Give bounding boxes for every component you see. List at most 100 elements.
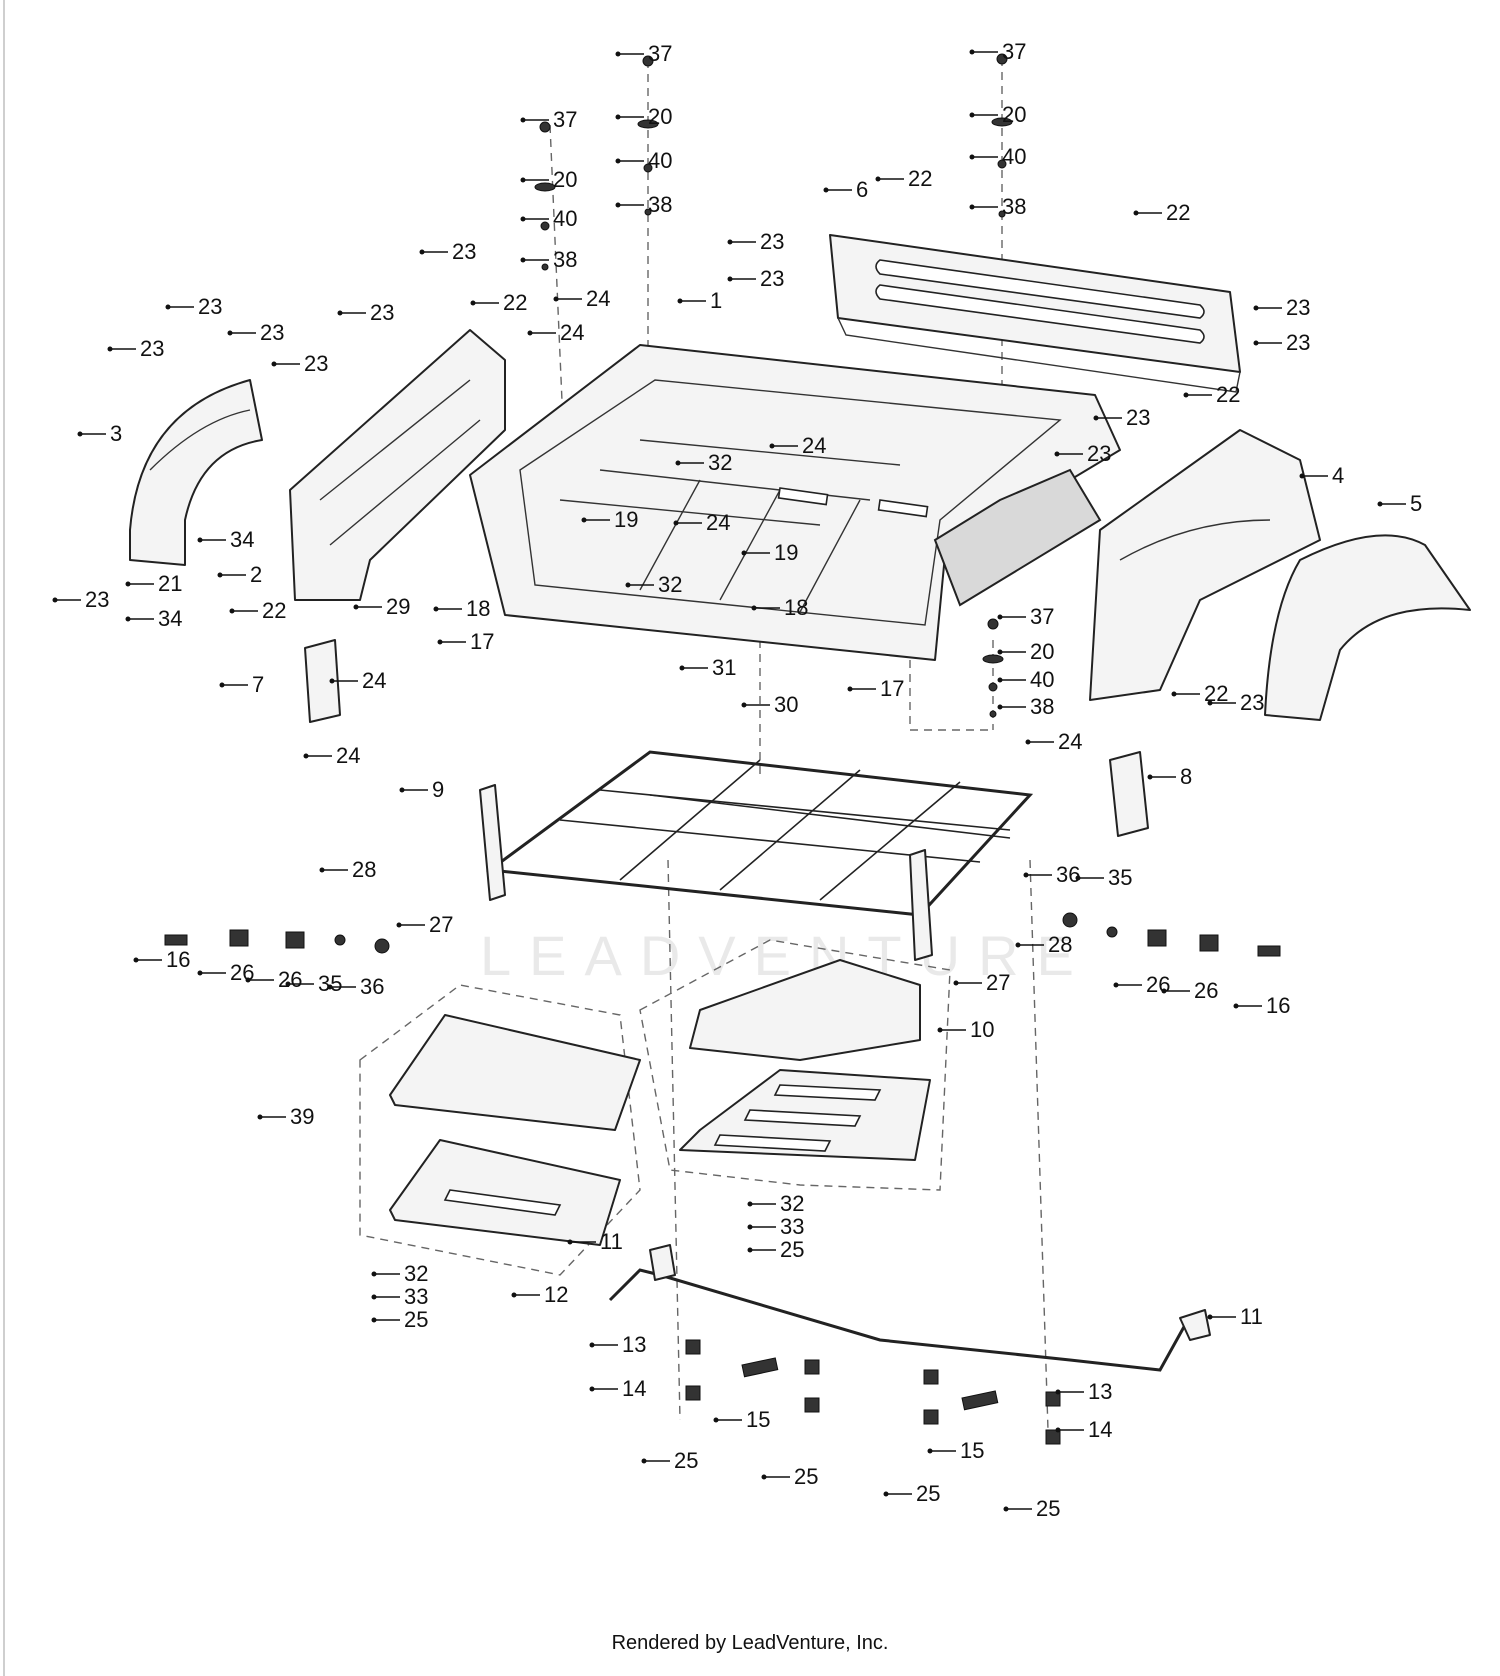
callout-label: 34 [158, 606, 182, 631]
callout-label: 23 [260, 320, 284, 345]
callout-leader-dot [520, 117, 526, 123]
callout-label: 19 [614, 507, 638, 532]
callout-leader-dot [969, 49, 975, 55]
callout-label: 40 [1002, 144, 1026, 169]
callout-label: 37 [1002, 39, 1026, 64]
callout-label: 23 [760, 229, 784, 254]
callout-2: 2 [217, 562, 262, 587]
right-side-panel [1089, 429, 1321, 701]
callout-26: 26 [1113, 972, 1170, 997]
callout-label: 4 [1332, 463, 1344, 488]
callout-leader-dot [615, 202, 621, 208]
callout-label: 22 [503, 290, 527, 315]
callout-3: 3 [77, 421, 122, 446]
callout-36: 36 [327, 974, 384, 999]
cargo-box [469, 344, 1121, 661]
callout-38: 38 [615, 192, 672, 217]
callout-leader-dot [1075, 875, 1081, 881]
callout-label: 9 [432, 777, 444, 802]
callout-40: 40 [520, 206, 577, 231]
callout-25: 25 [1003, 1496, 1060, 1521]
callout-38: 38 [520, 247, 577, 272]
callout-label: 25 [404, 1307, 428, 1332]
callout-leader-dot [1161, 988, 1167, 994]
callout-leader-dot [679, 665, 685, 671]
sub-frame [479, 750, 1034, 961]
hardware-items [164, 53, 1281, 1445]
callout-leader-dot [1299, 473, 1305, 479]
callout-leader-dot [197, 537, 203, 543]
callout-leader-dot [747, 1224, 753, 1230]
callout-label: 37 [553, 107, 577, 132]
callout-leader-dot [319, 867, 325, 873]
callout-9: 9 [399, 777, 444, 802]
callout-22: 22 [470, 290, 527, 315]
callout-37: 37 [997, 604, 1054, 629]
callout-23: 23 [727, 229, 784, 254]
callout-37: 37 [520, 107, 577, 132]
callout-12: 12 [511, 1282, 568, 1307]
callout-label: 17 [880, 676, 904, 701]
callout-label: 33 [780, 1214, 804, 1239]
callout-leader-dot [1003, 1506, 1009, 1512]
callout-leader-dot [741, 550, 747, 556]
callout-30: 30 [741, 692, 798, 717]
callout-label: 26 [230, 960, 254, 985]
callout-25: 25 [641, 1448, 698, 1473]
callout-label: 1 [710, 288, 722, 313]
callout-leader-dot [52, 597, 58, 603]
callout-leader-dot [353, 604, 359, 610]
callout-label: 35 [1108, 865, 1132, 890]
callout-leader-dot [1171, 691, 1177, 697]
callout-14: 14 [1055, 1417, 1112, 1442]
callout-leader-dot [1377, 501, 1383, 507]
callout-16: 16 [1233, 993, 1290, 1018]
callout-label: 23 [304, 351, 328, 376]
rendered-by-footer: Rendered by LeadVenture, Inc. [611, 1632, 889, 1654]
callout-leader-dot [769, 443, 775, 449]
callout-leader-dot [371, 1271, 377, 1277]
callout-label: 26 [278, 967, 302, 992]
callout-label: 13 [1088, 1379, 1112, 1404]
callout-leader-dot [303, 753, 309, 759]
callout-32: 32 [371, 1261, 428, 1286]
callout-leader-dot [615, 114, 621, 120]
callout-label: 15 [960, 1438, 984, 1463]
callout-label: 24 [362, 668, 386, 693]
callout-label: 13 [622, 1332, 646, 1357]
callout-23: 23 [227, 320, 284, 345]
callout-23: 23 [1253, 295, 1310, 320]
callout-leader-dot [727, 239, 733, 245]
callout-label: 20 [1002, 102, 1026, 127]
callout-leader-dot [997, 649, 1003, 655]
callout-label: 32 [404, 1261, 428, 1286]
callout-label: 17 [470, 629, 494, 654]
callout-label: 24 [706, 510, 730, 535]
left-side-panel [289, 329, 506, 601]
callout-leader-dot [553, 296, 559, 302]
callout-leader-dot [165, 304, 171, 310]
callout-leader-dot [1183, 392, 1189, 398]
callout-label: 36 [360, 974, 384, 999]
callout-label: 8 [1180, 764, 1192, 789]
callout-label: 25 [780, 1237, 804, 1262]
callout-26: 26 [197, 960, 254, 985]
callout-20: 20 [615, 104, 672, 129]
callout-leader-dot [1207, 700, 1213, 706]
callout-leader-dot [285, 981, 291, 987]
callout-leader-dot [875, 176, 881, 182]
callout-4: 4 [1299, 463, 1344, 488]
callout-20: 20 [997, 639, 1054, 664]
callout-37: 37 [969, 39, 1026, 64]
callout-leader-dot [219, 682, 225, 688]
callout-leader-dot [823, 187, 829, 193]
callout-leader-dot [520, 257, 526, 263]
callout-leader-dot [437, 639, 443, 645]
callout-label: 40 [648, 148, 672, 173]
callout-leader-dot [217, 572, 223, 578]
callout-label: 10 [970, 1017, 994, 1042]
right-corner-bracket [1109, 751, 1149, 837]
callout-leader-dot [329, 678, 335, 684]
callout-label: 24 [586, 286, 610, 311]
callout-leader-dot [399, 787, 405, 793]
